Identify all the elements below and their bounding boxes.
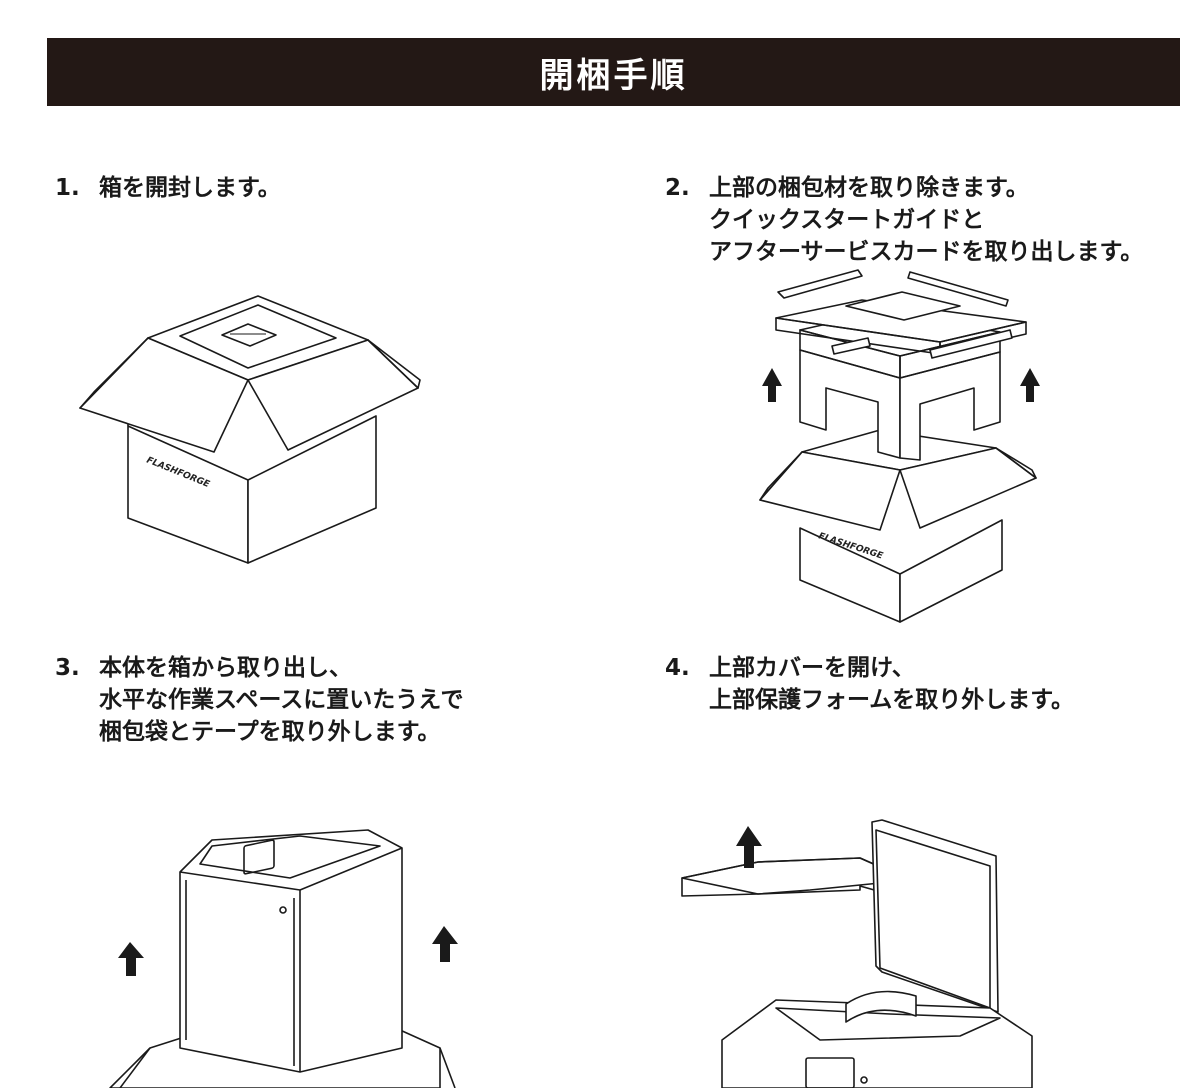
- step-number: 1.: [55, 175, 80, 201]
- foam-removal-illustration: FLASHFORGE: [759, 269, 1040, 623]
- step-2: 2. 上部の梱包材を取り除きます。 クイックスタートガイドと アフターサービスカ…: [665, 172, 1143, 268]
- step-text-line: アフターサービスカードを取り出します。: [709, 239, 1144, 265]
- step-text-line: 水平な作業スペースに置いたうえで: [99, 687, 464, 713]
- printer-removal-illustration: [109, 829, 458, 1088]
- step-4: 4. 上部カバーを開け、 上部保護フォームを取り外します。: [665, 652, 1074, 716]
- step-text-line: 上部カバーを開け、: [709, 655, 915, 681]
- step-3: 3. 本体を箱から取り出し、 水平な作業スペースに置いたうえで 梱包袋とテープを…: [55, 652, 464, 748]
- lid-open-illustration: [681, 819, 1033, 1088]
- page-title: 開梱手順: [47, 38, 1180, 106]
- step-text-line: 上部の梱包材を取り除きます。: [709, 175, 1029, 201]
- step-text-line: 箱を開封します。: [99, 175, 281, 201]
- step-text-line: 本体を箱から取り出し、: [99, 655, 352, 681]
- step-text-line: 上部保護フォームを取り外します。: [709, 687, 1075, 713]
- step-text-line: 梱包袋とテープを取り外します。: [99, 719, 441, 745]
- step-number: 4.: [665, 655, 690, 681]
- open-box-illustration: FLASHFORGE: [79, 295, 421, 564]
- step-text-line: クイックスタートガイドと: [709, 207, 985, 233]
- step-number: 3.: [55, 655, 80, 681]
- step-number: 2.: [665, 175, 690, 201]
- step-1: 1. 箱を開封します。: [55, 172, 281, 204]
